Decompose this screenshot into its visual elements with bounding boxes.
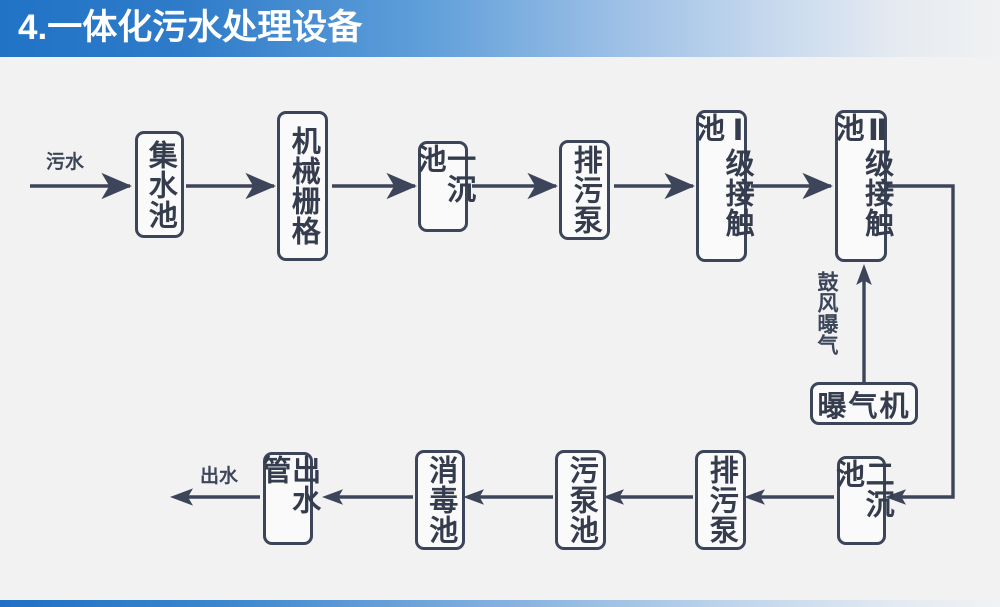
arrowhead-pump-bottom [744,489,765,505]
edge-contact-2-to-secondary-sed [887,184,955,499]
header-banner: 4.一体化污水处理设备 [0,0,1000,57]
node-sludge-pump-tank[interactable]: 污泵池 [555,450,606,550]
process-flow-diagram: 污水 出水 鼓风曝气 集水池 机械栅格 一沉池 排污泵 Ⅰ级接触池 Ⅱ级接触池 … [0,57,1000,600]
arrowhead-disinfection [463,489,484,505]
arrowhead-aeration [856,264,872,285]
node-sewage-pump-bottom[interactable]: 排污泵 [695,450,746,550]
arrowhead-outlet-pipe [322,489,343,505]
connector-layer [30,172,955,506]
node-sewage-pump-top[interactable]: 排污泵 [559,140,610,240]
node-mechanical-grating[interactable]: 机械栅格 [277,111,328,261]
page-title: 4.一体化污水处理设备 [18,8,363,47]
footer-accent-bar [0,600,1000,607]
node-contact-tank-1[interactable]: Ⅰ级接触池 [692,110,753,262]
arrowhead-secondary-sed [885,489,906,505]
node-aerator[interactable]: 曝气机 [810,382,918,425]
aeration-label: 鼓风曝气 [815,271,838,355]
node-contact-tank-2[interactable]: Ⅱ级接触池 [831,110,893,262]
inlet-label: 污水 [46,152,85,173]
node-outlet-pipe[interactable]: 出水管 [258,452,320,545]
node-collection-tank[interactable]: 集水池 [135,131,184,238]
arrowhead-outlet [170,488,193,506]
node-primary-sed-tank[interactable]: 一沉池 [413,141,475,232]
node-secondary-sed-tank[interactable]: 二沉池 [832,456,893,545]
node-disinfection-tank[interactable]: 消毒池 [415,450,465,550]
arrowhead-sludge-tank [603,489,624,505]
outlet-label: 出水 [200,466,239,487]
